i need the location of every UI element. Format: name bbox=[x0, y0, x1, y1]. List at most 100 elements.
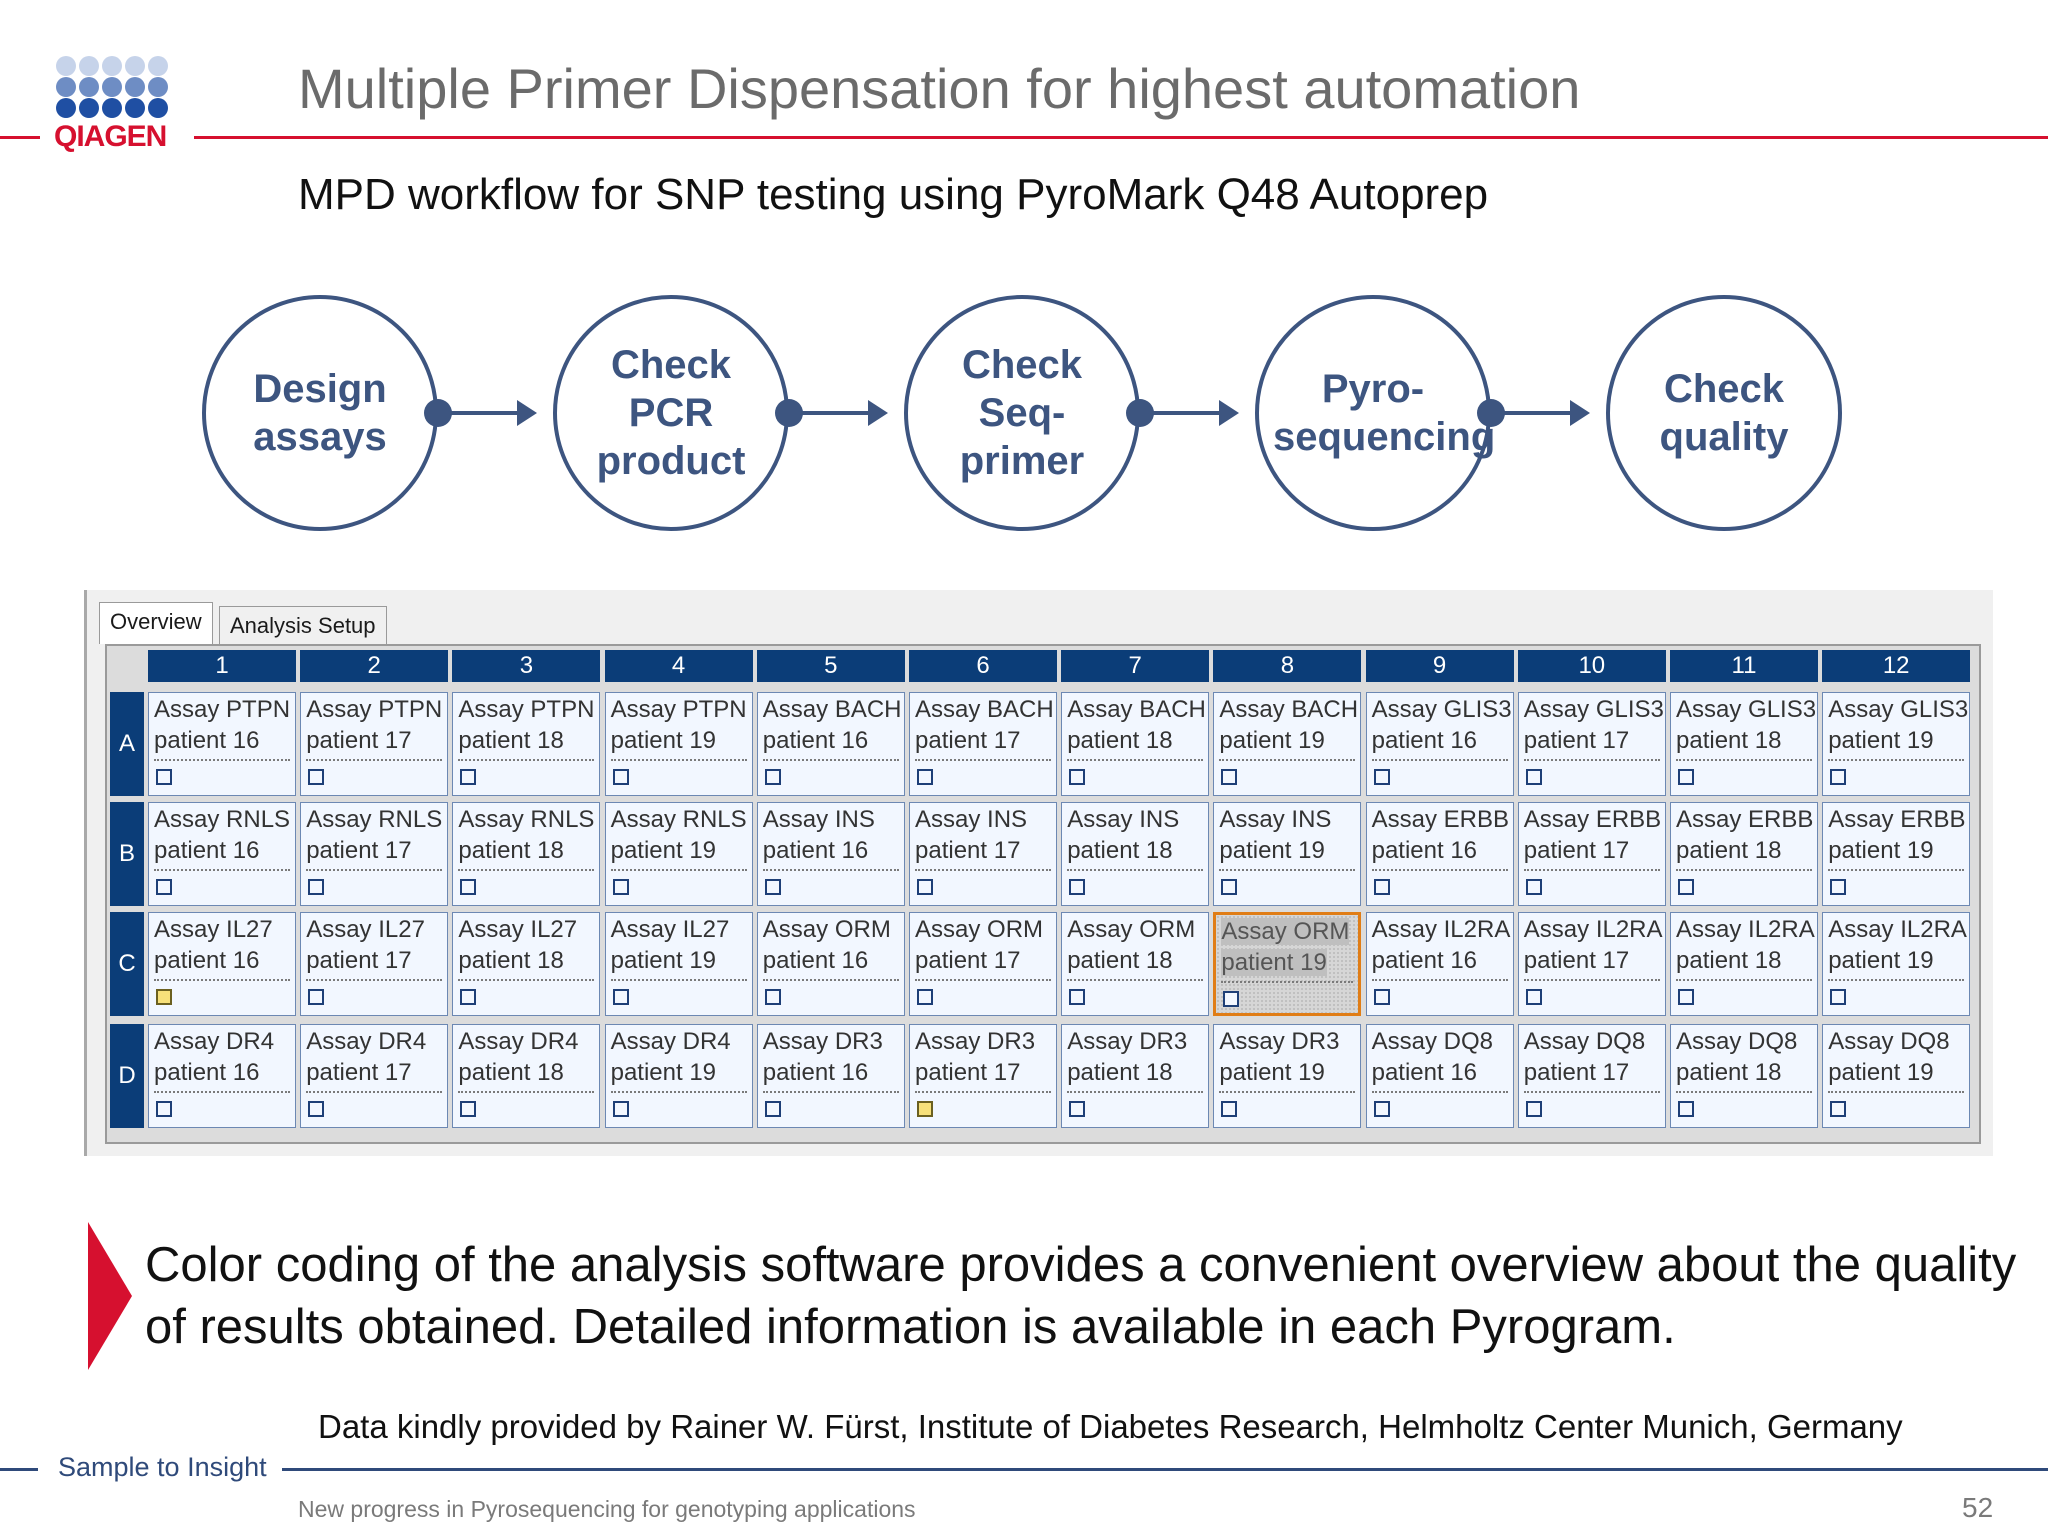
well-divider bbox=[1828, 1091, 1965, 1093]
well-divider bbox=[1828, 869, 1965, 871]
well-patient: patient 16 bbox=[762, 727, 869, 754]
well-assay: Assay PTPN bbox=[306, 696, 443, 723]
well-divider bbox=[1523, 1091, 1660, 1093]
well-divider bbox=[1067, 979, 1204, 981]
well-divider bbox=[1828, 979, 1965, 981]
tab-analysis-setup[interactable]: Analysis Setup bbox=[219, 606, 387, 644]
footer-rule bbox=[282, 1468, 2048, 1471]
column-header[interactable]: 2 bbox=[300, 650, 449, 682]
column-header[interactable]: 8 bbox=[1213, 650, 1362, 682]
column-header[interactable]: 1 bbox=[148, 650, 296, 682]
status-square-icon bbox=[1830, 1101, 1847, 1117]
column-header[interactable]: 11 bbox=[1670, 650, 1818, 682]
well-patient: patient 19 bbox=[610, 837, 717, 864]
column-header[interactable]: 3 bbox=[452, 650, 601, 682]
well-assay: Assay ORM bbox=[915, 916, 1044, 943]
well-assay: Assay INS bbox=[1067, 806, 1180, 833]
column-header[interactable]: 6 bbox=[909, 650, 1057, 682]
status-square-icon bbox=[1221, 1101, 1238, 1117]
well-assay: Assay PTPN bbox=[154, 696, 291, 723]
tab-overview[interactable]: Overview bbox=[99, 602, 213, 644]
well-assay: Assay ORM bbox=[762, 916, 891, 943]
status-square-icon bbox=[1373, 879, 1390, 895]
arrow-right-icon bbox=[1570, 400, 1590, 426]
status-square-icon bbox=[308, 879, 325, 895]
well-divider bbox=[306, 869, 443, 871]
row-header[interactable]: A bbox=[110, 692, 144, 796]
column-header[interactable]: 4 bbox=[604, 650, 753, 682]
well-patient: patient 17 bbox=[915, 947, 1021, 974]
well-cell[interactable]: Assay ORM patient 17 bbox=[909, 912, 1057, 1016]
row-header[interactable]: D bbox=[110, 1024, 144, 1128]
arrow-right-icon bbox=[868, 400, 888, 426]
well-patient: patient 17 bbox=[1523, 1059, 1630, 1086]
workflow-step: Design assays bbox=[202, 295, 438, 531]
status-square-icon bbox=[1525, 769, 1542, 785]
column-header[interactable]: 5 bbox=[756, 650, 905, 682]
well-divider bbox=[915, 869, 1051, 871]
column-header[interactable]: 10 bbox=[1517, 650, 1666, 682]
column-header[interactable]: 7 bbox=[1061, 650, 1210, 682]
well-assay: Assay ERBB bbox=[1828, 806, 1966, 833]
well-assay: Assay IL2RA bbox=[1371, 916, 1511, 943]
logo-text: QIAGEN bbox=[54, 120, 167, 153]
column-header[interactable]: 9 bbox=[1365, 650, 1514, 682]
row-header[interactable]: C bbox=[110, 912, 144, 1016]
status-square-icon bbox=[460, 989, 477, 1005]
row-header[interactable]: B bbox=[110, 802, 144, 906]
well-divider bbox=[1371, 979, 1508, 981]
well-divider bbox=[1219, 1091, 1356, 1093]
well-assay: Assay DR3 bbox=[1067, 1028, 1188, 1055]
well-assay: Assay DQ8 bbox=[1828, 1028, 1950, 1055]
column-header[interactable]: 12 bbox=[1822, 650, 1971, 682]
page-number: 52 bbox=[1962, 1492, 1994, 1523]
